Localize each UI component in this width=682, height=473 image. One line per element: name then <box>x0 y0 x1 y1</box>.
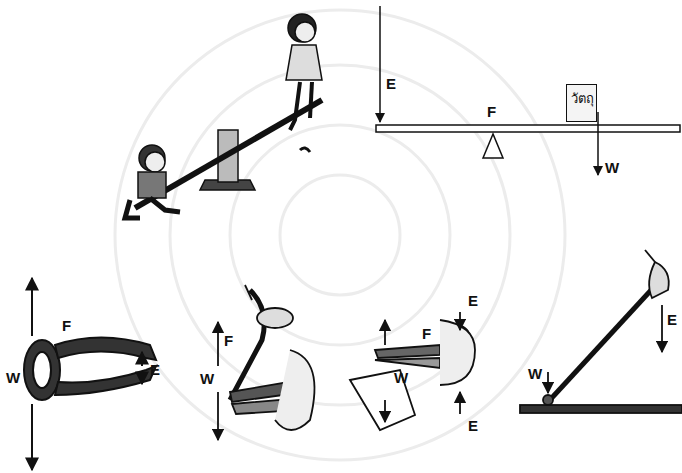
fulcrum-label: F <box>487 104 496 119</box>
load-label: W <box>6 370 20 385</box>
effort-label: E <box>468 418 478 433</box>
fulcrum-label: F <box>224 333 233 348</box>
lever-diagram <box>376 6 680 175</box>
fulcrum-label: F <box>62 318 71 333</box>
pincers-picture <box>24 278 156 470</box>
nail-clipper-picture <box>218 285 315 440</box>
stick-lever-picture <box>520 250 682 413</box>
fulcrum-label: F <box>422 326 431 341</box>
object-box: วัตถุ <box>566 84 597 122</box>
load-label: W <box>394 370 408 385</box>
effort-label: E <box>667 312 677 327</box>
seesaw-picture <box>125 14 322 218</box>
object-text: วัตถุ <box>571 88 592 109</box>
load-label: W <box>605 160 619 175</box>
scissors-picture <box>350 312 475 430</box>
load-label: W <box>200 371 214 386</box>
effort-label: E <box>386 76 396 91</box>
load-label: W <box>528 366 542 381</box>
effort-label: E <box>468 293 478 308</box>
watermark-seal <box>115 10 565 460</box>
effort-label: E <box>150 362 160 377</box>
